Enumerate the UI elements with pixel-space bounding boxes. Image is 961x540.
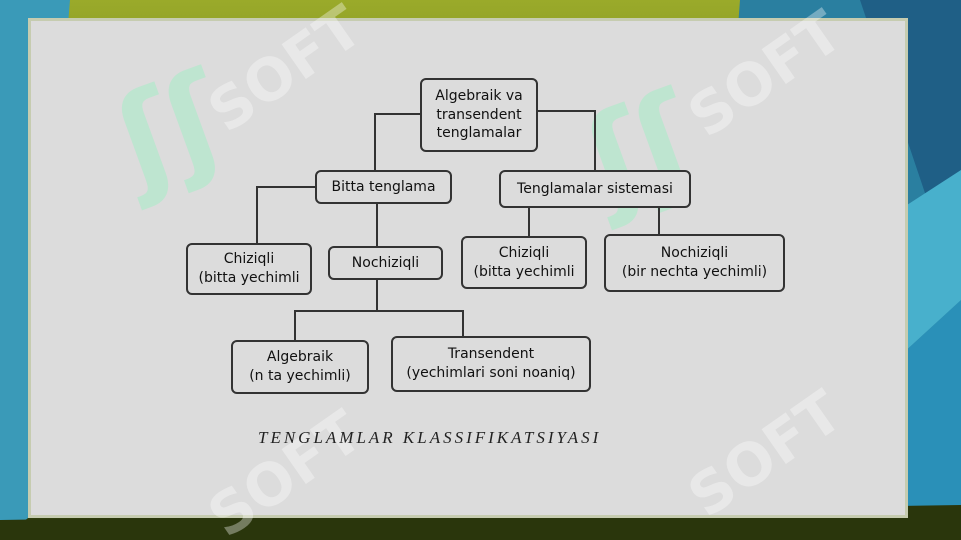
linear-single-node: Chiziqli (bitta yechimli bbox=[186, 243, 312, 295]
single-equation-node: Bitta tenglama bbox=[315, 170, 452, 204]
connector-line bbox=[256, 186, 258, 243]
connector-line bbox=[594, 110, 596, 170]
nonlinear-single-node: Nochiziqli bbox=[328, 246, 443, 280]
connector-line bbox=[376, 202, 378, 246]
transcendent-node: Transendent (yechimlari soni noaniq) bbox=[391, 336, 591, 392]
system-node: Tenglamalar sistemasi bbox=[499, 170, 691, 208]
slide-caption: TENGLAMLAR KLASSIFIKATSIYASI bbox=[258, 428, 602, 447]
root-node: Algebraik va transendent tenglamalar bbox=[420, 78, 538, 152]
connector-line bbox=[294, 310, 296, 340]
connector-line bbox=[294, 310, 464, 312]
nonlinear-system-node: Nochiziqli (bir nechta yechimli) bbox=[604, 234, 785, 292]
linear-system-node: Chiziqli (bitta yechimli bbox=[461, 236, 587, 289]
connector-line bbox=[658, 206, 660, 234]
connector-line bbox=[376, 278, 378, 310]
connector-line bbox=[538, 110, 596, 112]
connector-line bbox=[374, 113, 422, 115]
algebraic-node: Algebraik (n ta yechimli) bbox=[231, 340, 369, 394]
connector-line bbox=[374, 113, 376, 171]
connector-line bbox=[528, 206, 530, 236]
connector-line bbox=[462, 310, 464, 336]
connector-line bbox=[256, 186, 316, 188]
